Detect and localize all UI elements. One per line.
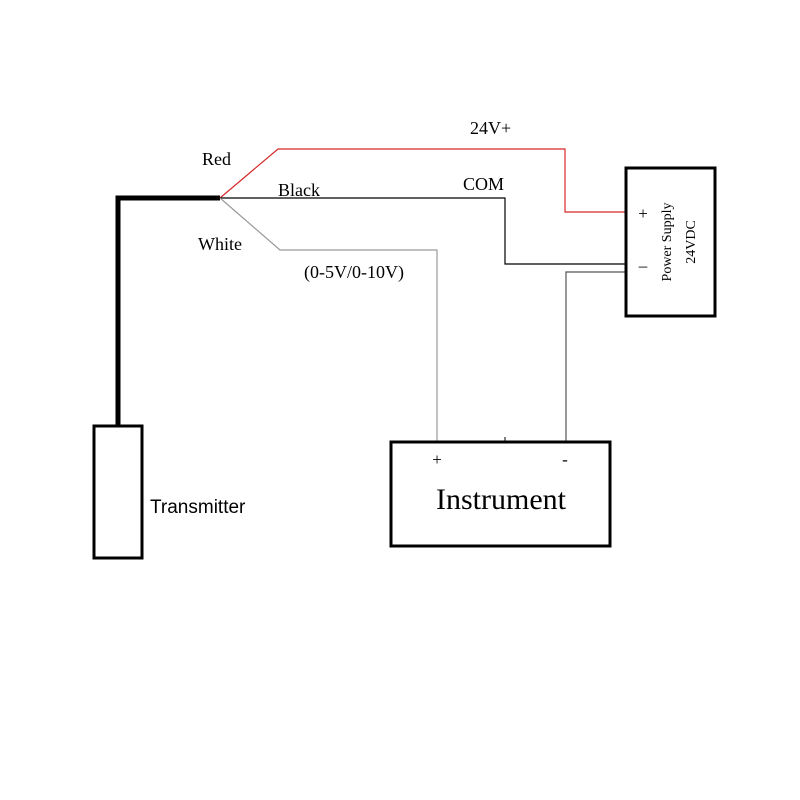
power-supply-title: Power Supply xyxy=(660,203,675,282)
transmitter-box xyxy=(92,424,144,560)
red-wire-label: Red xyxy=(202,149,231,169)
instrument-box xyxy=(389,440,612,548)
instrument-plus: + xyxy=(432,450,442,469)
transmitter-cable xyxy=(115,195,220,426)
signal-range-label: (0-5V/0-10V) xyxy=(304,262,404,283)
power-supply-minus: – xyxy=(638,256,648,275)
power-supply-voltage: 24VDC xyxy=(684,220,699,264)
white-wire-label: White xyxy=(198,234,242,254)
black-wire-label: Black xyxy=(278,180,320,200)
black-wire xyxy=(220,197,626,265)
instrument-negative-wire xyxy=(565,271,626,442)
white-wire xyxy=(219,197,438,442)
power-supply-plus: + xyxy=(638,204,648,223)
instrument-minus: - xyxy=(562,450,568,469)
red-wire xyxy=(219,148,626,213)
positive-voltage-label: 24V+ xyxy=(470,118,511,138)
power-supply-box xyxy=(624,166,717,318)
transmitter-label: Transmitter xyxy=(150,497,246,518)
common-label: COM xyxy=(463,174,504,194)
instrument-title: Instrument xyxy=(436,483,567,516)
